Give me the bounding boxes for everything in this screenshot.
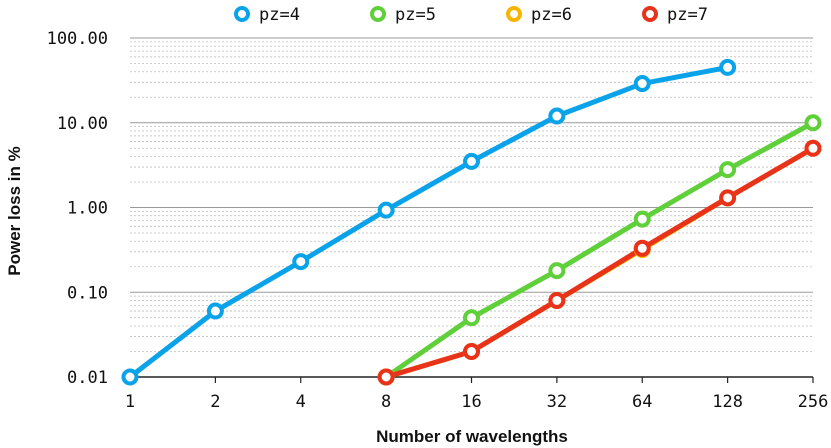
x-tick-label: 16 (461, 392, 481, 412)
legend-label-pz-7: pz=7 (667, 5, 708, 25)
legend-item-pz-7: pz=7 (642, 5, 708, 25)
data-point-pz-5 (463, 309, 480, 327)
y-tick-label: 10.00 (57, 114, 108, 134)
data-point-pz-4 (121, 368, 139, 386)
y-tick-label: 0.01 (67, 368, 108, 388)
data-point-pz-4 (463, 152, 480, 170)
data-point-pz-7 (804, 139, 822, 157)
series (121, 58, 822, 386)
legend: pz=4 pz=5 pz=6 pz=7 (234, 5, 708, 25)
legend-label-pz-5: pz=5 (395, 5, 436, 25)
x-tick-label: 32 (547, 392, 567, 412)
legend-label-pz-4: pz=4 (259, 5, 300, 25)
y-tick-label: 100.00 (47, 29, 108, 49)
data-point-pz-7 (377, 368, 395, 386)
data-point-pz-7 (633, 239, 651, 257)
data-point-pz-5 (804, 114, 822, 132)
data-point-pz-5 (633, 210, 651, 228)
series-line-pz-4 (127, 64, 731, 380)
x-tick-label: 128 (712, 392, 743, 412)
legend-label-pz-6: pz=6 (531, 5, 572, 25)
data-point-pz-4 (377, 201, 395, 219)
x-tick-label: 2 (210, 392, 220, 412)
legend-marker-pz-5 (370, 6, 386, 22)
data-point-pz-4 (206, 302, 224, 320)
x-tick-label: 256 (798, 392, 829, 412)
data-point-pz-4 (719, 58, 737, 76)
axes (129, 376, 814, 383)
legend-item-pz-4: pz=4 (234, 5, 300, 25)
legend-marker-pz-7 (642, 6, 658, 22)
y-axis-title: Power loss in % (5, 146, 24, 275)
x-tick-label: 4 (296, 392, 306, 412)
legend-marker-pz-4 (234, 6, 250, 22)
data-point-pz-5 (548, 262, 566, 280)
x-tick-label: 1 (125, 392, 135, 412)
x-axis-title: Number of wavelengths (376, 427, 568, 446)
tick-labels: 0.01 0.10 1.00 10.00 100.00 1 2 4 8 16 32 64 128 256 (47, 29, 829, 412)
legend-marker-pz-6 (506, 6, 522, 22)
data-point-pz-4 (548, 107, 566, 125)
data-point-pz-4 (292, 253, 310, 271)
legend-item-pz-5: pz=5 (370, 5, 436, 25)
x-tick-label: 64 (632, 392, 652, 412)
legend-item-pz-6: pz=6 (506, 5, 572, 25)
y-tick-label: 0.10 (67, 283, 108, 303)
series-line-pz-5 (383, 120, 816, 380)
data-point-pz-4 (633, 75, 651, 93)
data-point-pz-7 (548, 291, 566, 309)
x-tick-label: 8 (381, 392, 391, 412)
data-point-pz-5 (719, 161, 737, 179)
y-tick-label: 1.00 (67, 199, 108, 219)
series-line-pz-7 (383, 145, 816, 380)
data-point-pz-7 (719, 189, 737, 207)
data-point-pz-7 (463, 342, 480, 360)
